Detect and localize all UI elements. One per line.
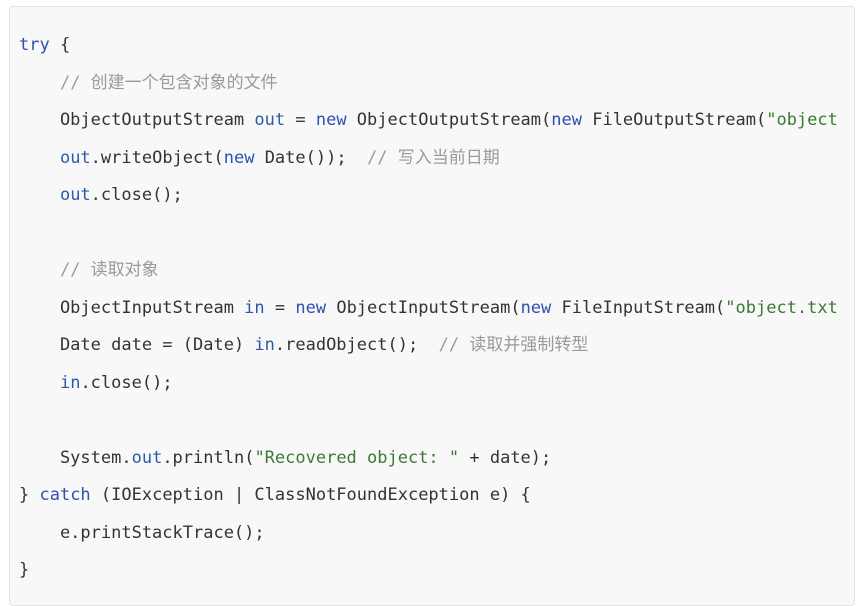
code-line: in.close(); — [19, 371, 854, 409]
code-token-ident: out — [59, 147, 91, 168]
code-line: // 读取对象 — [19, 258, 854, 296]
code-line: out.close(); — [19, 183, 854, 221]
code-token-comment: // 写入当前日期 — [367, 147, 500, 168]
code-line — [19, 408, 854, 446]
code-token-plain: .println( — [162, 447, 255, 468]
code-line: } catch (IOException | ClassNotFoundExce… — [19, 483, 854, 521]
code-token-keyword: new — [551, 110, 582, 130]
code-token-keyword: new — [315, 110, 347, 130]
code-line: ObjectOutputStream out = new ObjectOutpu… — [19, 108, 854, 146]
code-line: try { — [19, 33, 854, 71]
code-token-comment: // 读取对象 — [59, 260, 159, 280]
code-token-keyword: try — [19, 35, 50, 55]
code-token-plain: e.printStackTrace(); — [19, 522, 265, 543]
code-token-plain: } — [19, 485, 40, 505]
code-token-plain — [19, 148, 60, 168]
code-line: System.out.println("Recovered object: " … — [19, 446, 854, 484]
code-token-plain — [19, 373, 60, 393]
code-token-comment: // 读取并强制转型 — [438, 335, 589, 355]
code-token-plain: System. — [19, 447, 132, 468]
code-token-string: "object.txt — [725, 297, 838, 318]
code-token-string: "Recovered object: " — [254, 447, 460, 468]
code-token-plain: ObjectInputStream( — [326, 297, 521, 318]
code-line: e.printStackTrace(); — [19, 521, 854, 559]
code-token-plain: FileInputStream( — [551, 297, 726, 318]
code-token-plain: } — [19, 560, 30, 580]
code-token-plain: .close(); — [80, 372, 173, 393]
code-lines: try { // 创建一个包含对象的文件 ObjectOutputStream … — [19, 33, 854, 596]
code-line — [19, 221, 854, 259]
code-token-comment: // 创建一个包含对象的文件 — [59, 72, 278, 93]
code-line: Date date = (Date) in.readObject(); // 读… — [19, 333, 854, 371]
code-token-string: "object — [766, 110, 838, 130]
code-token-plain: (IOException | ClassNotFoundException e)… — [90, 485, 531, 505]
code-token-ident: out — [131, 447, 163, 468]
code-token-plain — [19, 185, 60, 205]
code-line: out.writeObject(new Date()); // 写入当前日期 — [19, 146, 854, 184]
code-token-plain: Date()); — [254, 147, 368, 168]
code-token-plain: FileOutputStream( — [581, 110, 767, 130]
code-token-plain: + date); — [459, 447, 552, 468]
code-token-plain: = — [264, 297, 296, 318]
code-token-plain: .writeObject( — [90, 147, 224, 168]
code-token-ident: out — [59, 185, 91, 205]
code-token-plain: .close(); — [90, 185, 183, 205]
code-line: // 创建一个包含对象的文件 — [19, 71, 854, 109]
code-token-ident: in — [59, 372, 81, 393]
code-token-plain: .readObject(); — [274, 335, 439, 355]
code-line: } — [19, 558, 854, 596]
code-token-keyword: new — [520, 297, 552, 318]
code-token-plain — [19, 260, 60, 280]
code-token-plain: = — [285, 110, 316, 130]
code-token-ident: out — [254, 110, 286, 130]
code-token-keyword: catch — [39, 485, 91, 505]
code-token-ident: in — [244, 297, 265, 318]
code-token-plain — [19, 73, 60, 93]
code-token-plain: ObjectOutputStream — [19, 110, 255, 130]
code-token-plain: ObjectOutputStream( — [346, 110, 552, 130]
code-line: ObjectInputStream in = new ObjectInputSt… — [19, 296, 854, 334]
code-token-plain: Date date = (Date) — [19, 335, 255, 355]
code-token-keyword: new — [223, 147, 255, 168]
code-block: try { // 创建一个包含对象的文件 ObjectOutputStream … — [9, 6, 855, 606]
code-token-ident: in — [254, 335, 275, 355]
code-token-keyword: new — [295, 297, 327, 318]
code-token-plain: ObjectInputStream — [19, 297, 245, 318]
code-token-plain: { — [49, 35, 71, 55]
